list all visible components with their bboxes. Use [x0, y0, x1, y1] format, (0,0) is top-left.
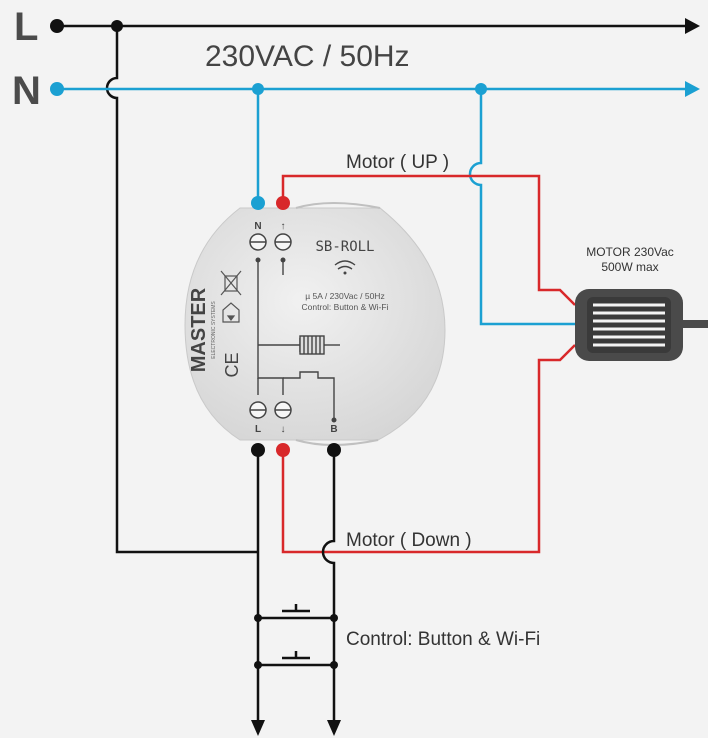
- terminal-down-dot: [276, 443, 290, 457]
- terminal-screw: [249, 401, 267, 419]
- motor-down-label: Motor ( Down ): [346, 530, 472, 551]
- push-button-2: [258, 651, 334, 667]
- junction-dot: [252, 83, 264, 95]
- supply-label: 230VAC / 50Hz: [205, 40, 410, 73]
- terminal-screw: [274, 401, 292, 419]
- device-model: SB-ROLL: [315, 239, 374, 255]
- terminal-n-label: N: [254, 221, 261, 232]
- terminal-b-label: B: [330, 424, 337, 435]
- junction-dot: [331, 417, 337, 423]
- wifi-icon: [334, 260, 356, 275]
- control-label: Control: Button & Wi-Fi: [346, 629, 540, 650]
- junction-dot: [330, 661, 338, 669]
- terminal-b-dot: [327, 443, 341, 457]
- device-spec-1: µ 5A / 230Vac / 50Hz: [305, 291, 384, 301]
- junction-dot: [475, 83, 487, 95]
- motor-name-label: MOTOR 230Vac: [586, 245, 674, 259]
- motor-up-label: Motor ( UP ): [346, 152, 449, 173]
- terminal-n-dot: [251, 196, 265, 210]
- brand-subtitle: ELECTRONIC SYSTEMS: [211, 301, 217, 359]
- junction-dot: [330, 614, 338, 622]
- line-label: L: [14, 5, 38, 49]
- motor-icon: [575, 289, 708, 361]
- terminal-screw: [249, 233, 267, 251]
- weee-bin-icon: [220, 270, 242, 296]
- motor-down-wire: [281, 344, 576, 554]
- b-terminal-wire: [321, 450, 341, 736]
- terminal-screw: [274, 233, 292, 251]
- junction-dot: [280, 257, 286, 263]
- terminal-up-dot: [276, 196, 290, 210]
- junction-dot: [111, 20, 123, 32]
- neutral-label: N: [12, 69, 41, 113]
- junction-dot: [255, 257, 261, 263]
- neutral-motor-wire: [468, 89, 580, 326]
- junction-dot: [254, 614, 262, 622]
- neutral-bus-wire: [57, 81, 700, 97]
- indoor-use-icon: [222, 302, 240, 323]
- terminal-up-label: ↑: [281, 221, 286, 232]
- device-spec-2: Control: Button & Wi-Fi: [302, 302, 389, 312]
- motor-power-label: 500W max: [601, 260, 658, 274]
- brand-logo: MASTER: [188, 287, 210, 372]
- motor-up-wire: [281, 174, 576, 306]
- ce-mark: CE: [222, 352, 242, 377]
- terminal-l-label: L: [255, 424, 261, 435]
- terminal-l-dot: [251, 443, 265, 457]
- terminal-down-label: ↓: [281, 424, 286, 435]
- junction-dot: [50, 82, 64, 96]
- push-button-1: [258, 604, 334, 620]
- l-terminal-wire: [251, 450, 265, 736]
- line-bus-wire: [57, 18, 700, 34]
- junction-dot: [50, 19, 64, 33]
- junction-dot: [254, 661, 262, 669]
- sb-roll-device: N ↑ L ↓ B: [184, 202, 446, 446]
